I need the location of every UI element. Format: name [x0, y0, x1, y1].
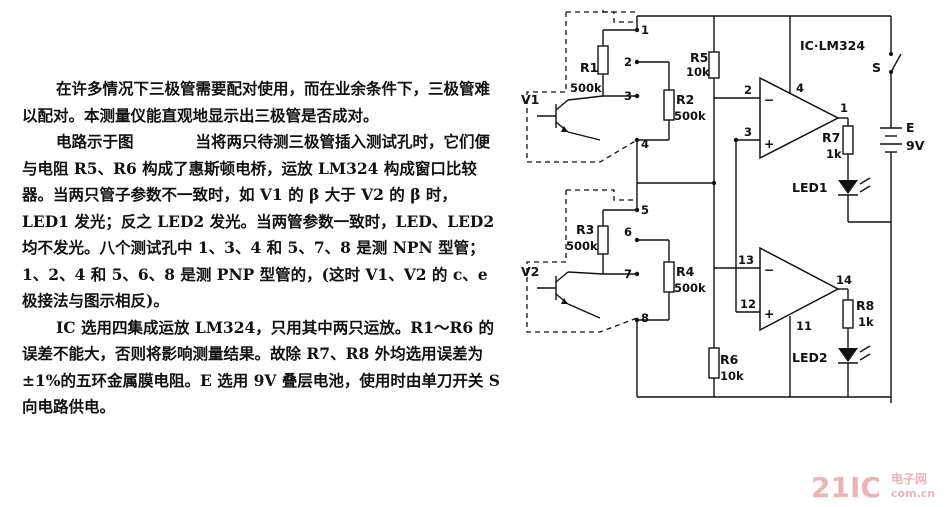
r6-name: R6 [720, 352, 739, 367]
v2-socket-bottom [526, 190, 638, 333]
r7-name: R7 [822, 130, 840, 145]
r1-value: 500k [570, 81, 602, 95]
r6-value: 10k [720, 369, 744, 383]
opamp-a-minus-sign: − [764, 92, 774, 107]
description-text: 在许多情况下三极管需要配对使用，而在业余条件下，三极管难以配对。本测量仪能直观地… [22, 76, 502, 421]
resistor-r4 [663, 261, 675, 293]
pin-b-out: 14 [836, 273, 852, 287]
watermark-brand: 21IC [811, 471, 881, 503]
led2-label: LED2 [792, 350, 828, 365]
hole-label-7: 7 [624, 267, 632, 281]
battery-label: E [906, 120, 915, 135]
resistor-r5 [708, 51, 720, 79]
r4-name: R4 [676, 264, 695, 279]
battery-e [880, 127, 902, 160]
watermark-logo: 21IC 电子网 com.cn [811, 471, 935, 503]
pin-gnd: 11 [796, 319, 812, 333]
led1 [838, 177, 871, 196]
pin-b-plus: 12 [740, 297, 756, 311]
resistor-r7 [842, 125, 854, 155]
resistor-r1 [597, 45, 609, 75]
v2-label: V2 [521, 264, 539, 279]
r2-value: 500k [674, 109, 706, 123]
hole-label-5: 5 [641, 203, 649, 217]
resistor-r8 [842, 299, 854, 329]
paragraph-intro: 在许多情况下三极管需要配对使用，而在业余条件下，三极管难以配对。本测量仪能直观地… [22, 79, 491, 125]
hole-label-4: 4 [641, 137, 649, 151]
paragraph-circuit: 电路示于图 当将两只待测三极管插入测试孔时，它们便与电阻 R5、R6 构成了惠斯… [22, 132, 495, 310]
r4-value: 500k [674, 281, 706, 295]
opamp-a [759, 76, 840, 160]
hole-label-2: 2 [624, 55, 632, 69]
switch-label: S [872, 60, 881, 75]
ic-label: IC·LM324 [800, 38, 865, 53]
opamp-b [759, 246, 840, 332]
resistor-r3 [597, 225, 609, 255]
v1-socket-bottom [526, 12, 638, 163]
switch-s [889, 52, 902, 74]
opamp-a-plus-sign: + [764, 136, 774, 151]
r2-name: R2 [676, 92, 694, 107]
pin-a-minus: 2 [744, 83, 752, 97]
test-hole-dots [634, 27, 739, 323]
r3-value: 500k [566, 239, 598, 253]
paragraph-components: IC 选用四集成运放 LM324，只用其中两只运放。R1～R6 的误差不能大，否… [22, 317, 500, 417]
v1-socket-top [566, 11, 637, 23]
led1-label: LED1 [792, 180, 828, 195]
battery-voltage: 9V [906, 138, 925, 153]
transistor-v1 [537, 95, 604, 141]
pin-a-out: 1 [840, 101, 848, 115]
pin-a-plus: 3 [744, 125, 752, 139]
r7-value: 1k [826, 147, 842, 161]
opamp-b-minus-sign: − [764, 262, 774, 277]
hole-label-8: 8 [641, 311, 649, 325]
r8-value: 1k [858, 315, 874, 329]
r3-name: R3 [576, 222, 594, 237]
led2 [838, 345, 871, 364]
opamp-b-plus-sign: + [764, 306, 774, 321]
resistor-r6 [708, 347, 720, 379]
watermark-sub-top: 电子网 [891, 471, 927, 486]
resistor-r2 [663, 89, 675, 121]
hole-label-1: 1 [641, 23, 649, 37]
v1-label: V1 [521, 92, 539, 107]
r8-name: R8 [856, 298, 874, 313]
watermark-sub-bottom: com.cn [891, 487, 935, 500]
r5-name: R5 [690, 50, 708, 65]
transistor-v2 [537, 271, 604, 319]
hole-label-3: 3 [624, 89, 632, 103]
hole-label-6: 6 [624, 225, 632, 239]
r1-name: R1 [580, 60, 598, 75]
pin-vcc: 4 [796, 81, 804, 95]
v2-socket-top [566, 189, 637, 201]
r5-value: 10k [686, 65, 710, 79]
pin-b-minus: 13 [738, 253, 754, 267]
